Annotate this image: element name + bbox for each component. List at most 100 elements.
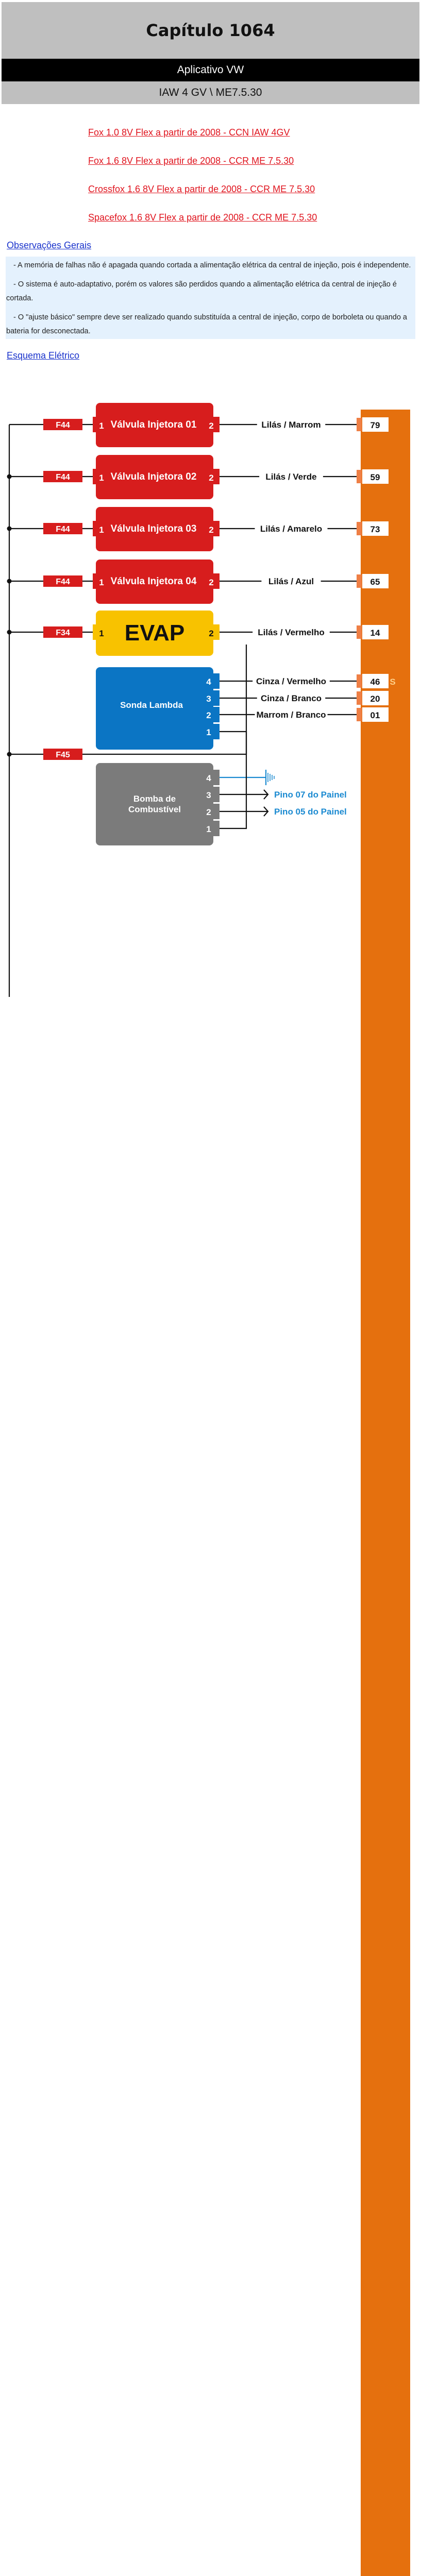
pin-tab <box>213 573 220 589</box>
wire-color-label: Cinza / Vermelho <box>256 676 326 686</box>
ecu-pin-number: 46 <box>371 677 380 687</box>
component-name: Bomba de <box>133 794 176 804</box>
pin-number: 1 <box>206 727 211 737</box>
vehicle-link[interactable]: Spacefox 1.6 8V Flex a partir de 2008 - … <box>88 212 317 223</box>
sonda-lambda-block <box>96 667 213 750</box>
fuse-label: F45 <box>56 751 70 759</box>
ecu-pin-number: 59 <box>371 472 380 482</box>
pin-number: 2 <box>206 710 211 720</box>
evap-block <box>96 611 213 656</box>
vehicle-link[interactable]: Crossfox 1.6 8V Flex a partir de 2008 - … <box>88 184 315 194</box>
fuse-label: F34 <box>56 629 70 637</box>
wire-color-label: Cinza / Branco <box>261 693 322 703</box>
observacao-item: - O sistema é auto-adaptativo, porém os … <box>6 280 397 302</box>
observacao-item: - O "ajuste básico" sempre deve ser real… <box>6 313 407 335</box>
wire-label-bg <box>257 418 326 431</box>
ecu-pin-box <box>362 707 389 722</box>
pin-tab <box>213 821 220 836</box>
ecu-pin-tab <box>357 691 362 705</box>
ecu-pin-tab <box>357 522 362 535</box>
wire-label-bg <box>252 626 330 638</box>
pin-tab <box>213 521 220 536</box>
pin-tab <box>213 707 220 722</box>
ecu-pin-box <box>362 417 389 432</box>
ecu-pin-tab <box>357 418 362 431</box>
ecu-pin-number: 79 <box>371 420 380 430</box>
wire-color-label: Lilás / Azul <box>268 577 314 586</box>
wire-color-label: Lilás / Vermelho <box>258 628 324 637</box>
component-name: Combustível <box>128 804 181 814</box>
pin-number: 2 <box>209 578 213 587</box>
pin-tab <box>213 469 220 484</box>
ecu-pin-box <box>362 469 389 484</box>
system-title: IAW 4 GV \ ME7.5.30 <box>2 81 419 104</box>
chapter-title: Capítulo 1064 <box>2 2 419 59</box>
wire-color-label: Lilás / Marrom <box>261 420 321 430</box>
fuse-label: F44 <box>56 473 70 482</box>
fuse-label: F44 <box>56 525 70 534</box>
fuse-box <box>43 523 82 534</box>
pin-tab <box>213 673 220 689</box>
pin-number: 4 <box>206 773 211 783</box>
pin-number: 2 <box>209 629 213 638</box>
ecu-pin-box <box>362 574 389 588</box>
fuel-pump-block <box>96 763 213 845</box>
fuse-box <box>43 749 82 760</box>
ecu-pin-tab <box>357 625 362 639</box>
pin-number: 3 <box>206 790 211 800</box>
ecu-pin-tab <box>357 674 362 688</box>
pin-tab <box>93 521 99 536</box>
label: 1 <box>99 578 104 587</box>
pin-number: 2 <box>206 807 211 817</box>
vehicle-link[interactable]: Fox 1.0 8V Flex a partir de 2008 - CCN I… <box>88 127 290 138</box>
fuse-label: F44 <box>56 421 70 430</box>
pin-number: 2 <box>209 421 213 431</box>
injector-block <box>96 560 213 604</box>
pin-number: 2 <box>209 525 213 535</box>
ecu-pin-tab <box>357 574 362 588</box>
injector-block <box>96 507 213 551</box>
pin-number: 3 <box>206 694 211 704</box>
wire-label-bg <box>255 708 328 721</box>
ecu-pin-number: 65 <box>371 577 380 587</box>
label: 1 <box>99 473 104 483</box>
ecu-pin-number: 01 <box>371 710 380 720</box>
observacoes-link[interactable]: Observações Gerais <box>7 240 92 250</box>
pin-polarity: S <box>390 677 395 687</box>
ecu-pin-number: 20 <box>371 694 380 704</box>
component-name: EVAP <box>125 620 185 646</box>
fuse-box <box>43 419 82 430</box>
pin-tab <box>213 690 220 706</box>
label: 1 <box>99 421 104 431</box>
pin-tab <box>93 624 99 640</box>
pin-number: 1 <box>206 824 211 834</box>
ecu-pin-number: 14 <box>371 628 380 638</box>
wire-label-bg <box>261 575 321 587</box>
fuse-box <box>43 471 82 482</box>
ecu-connector-bar <box>361 410 410 2576</box>
component-name: Válvula Injetora 01 <box>111 419 197 430</box>
ecu-pin-box <box>362 674 389 688</box>
pin-tab <box>93 469 99 484</box>
app-title: Aplicativo VW <box>2 59 419 81</box>
ecu-pin-box <box>362 521 389 536</box>
wire-color-label: Lilás / Amarelo <box>260 524 322 534</box>
ecu-pin-box <box>362 625 389 639</box>
junction-dot <box>7 752 12 757</box>
ground-icon <box>265 777 266 778</box>
injector-block <box>96 403 213 447</box>
wire <box>263 789 269 800</box>
wire-color-label: Lilás / Verde <box>265 472 316 482</box>
fuse-box <box>43 575 82 587</box>
label: 1 <box>99 525 104 535</box>
panel-pin-label: Pino 05 do Painel <box>274 807 347 817</box>
component-name: Válvula Injetora 04 <box>111 576 197 587</box>
pin-number: 4 <box>206 677 211 687</box>
component-name: Sonda Lambda <box>120 700 183 710</box>
vehicle-link[interactable]: Fox 1.6 8V Flex a partir de 2008 - CCR M… <box>88 156 294 166</box>
vehicle-links: Fox 1.0 8V Flex a partir de 2008 - CCN I… <box>88 126 317 240</box>
esquema-eletrico-link[interactable]: Esquema Elétrico <box>7 350 80 361</box>
panel-pin-label: Pino 07 do Painel <box>274 790 347 800</box>
observacao-item: - A memória de falhas não é apagada quan… <box>13 261 411 269</box>
